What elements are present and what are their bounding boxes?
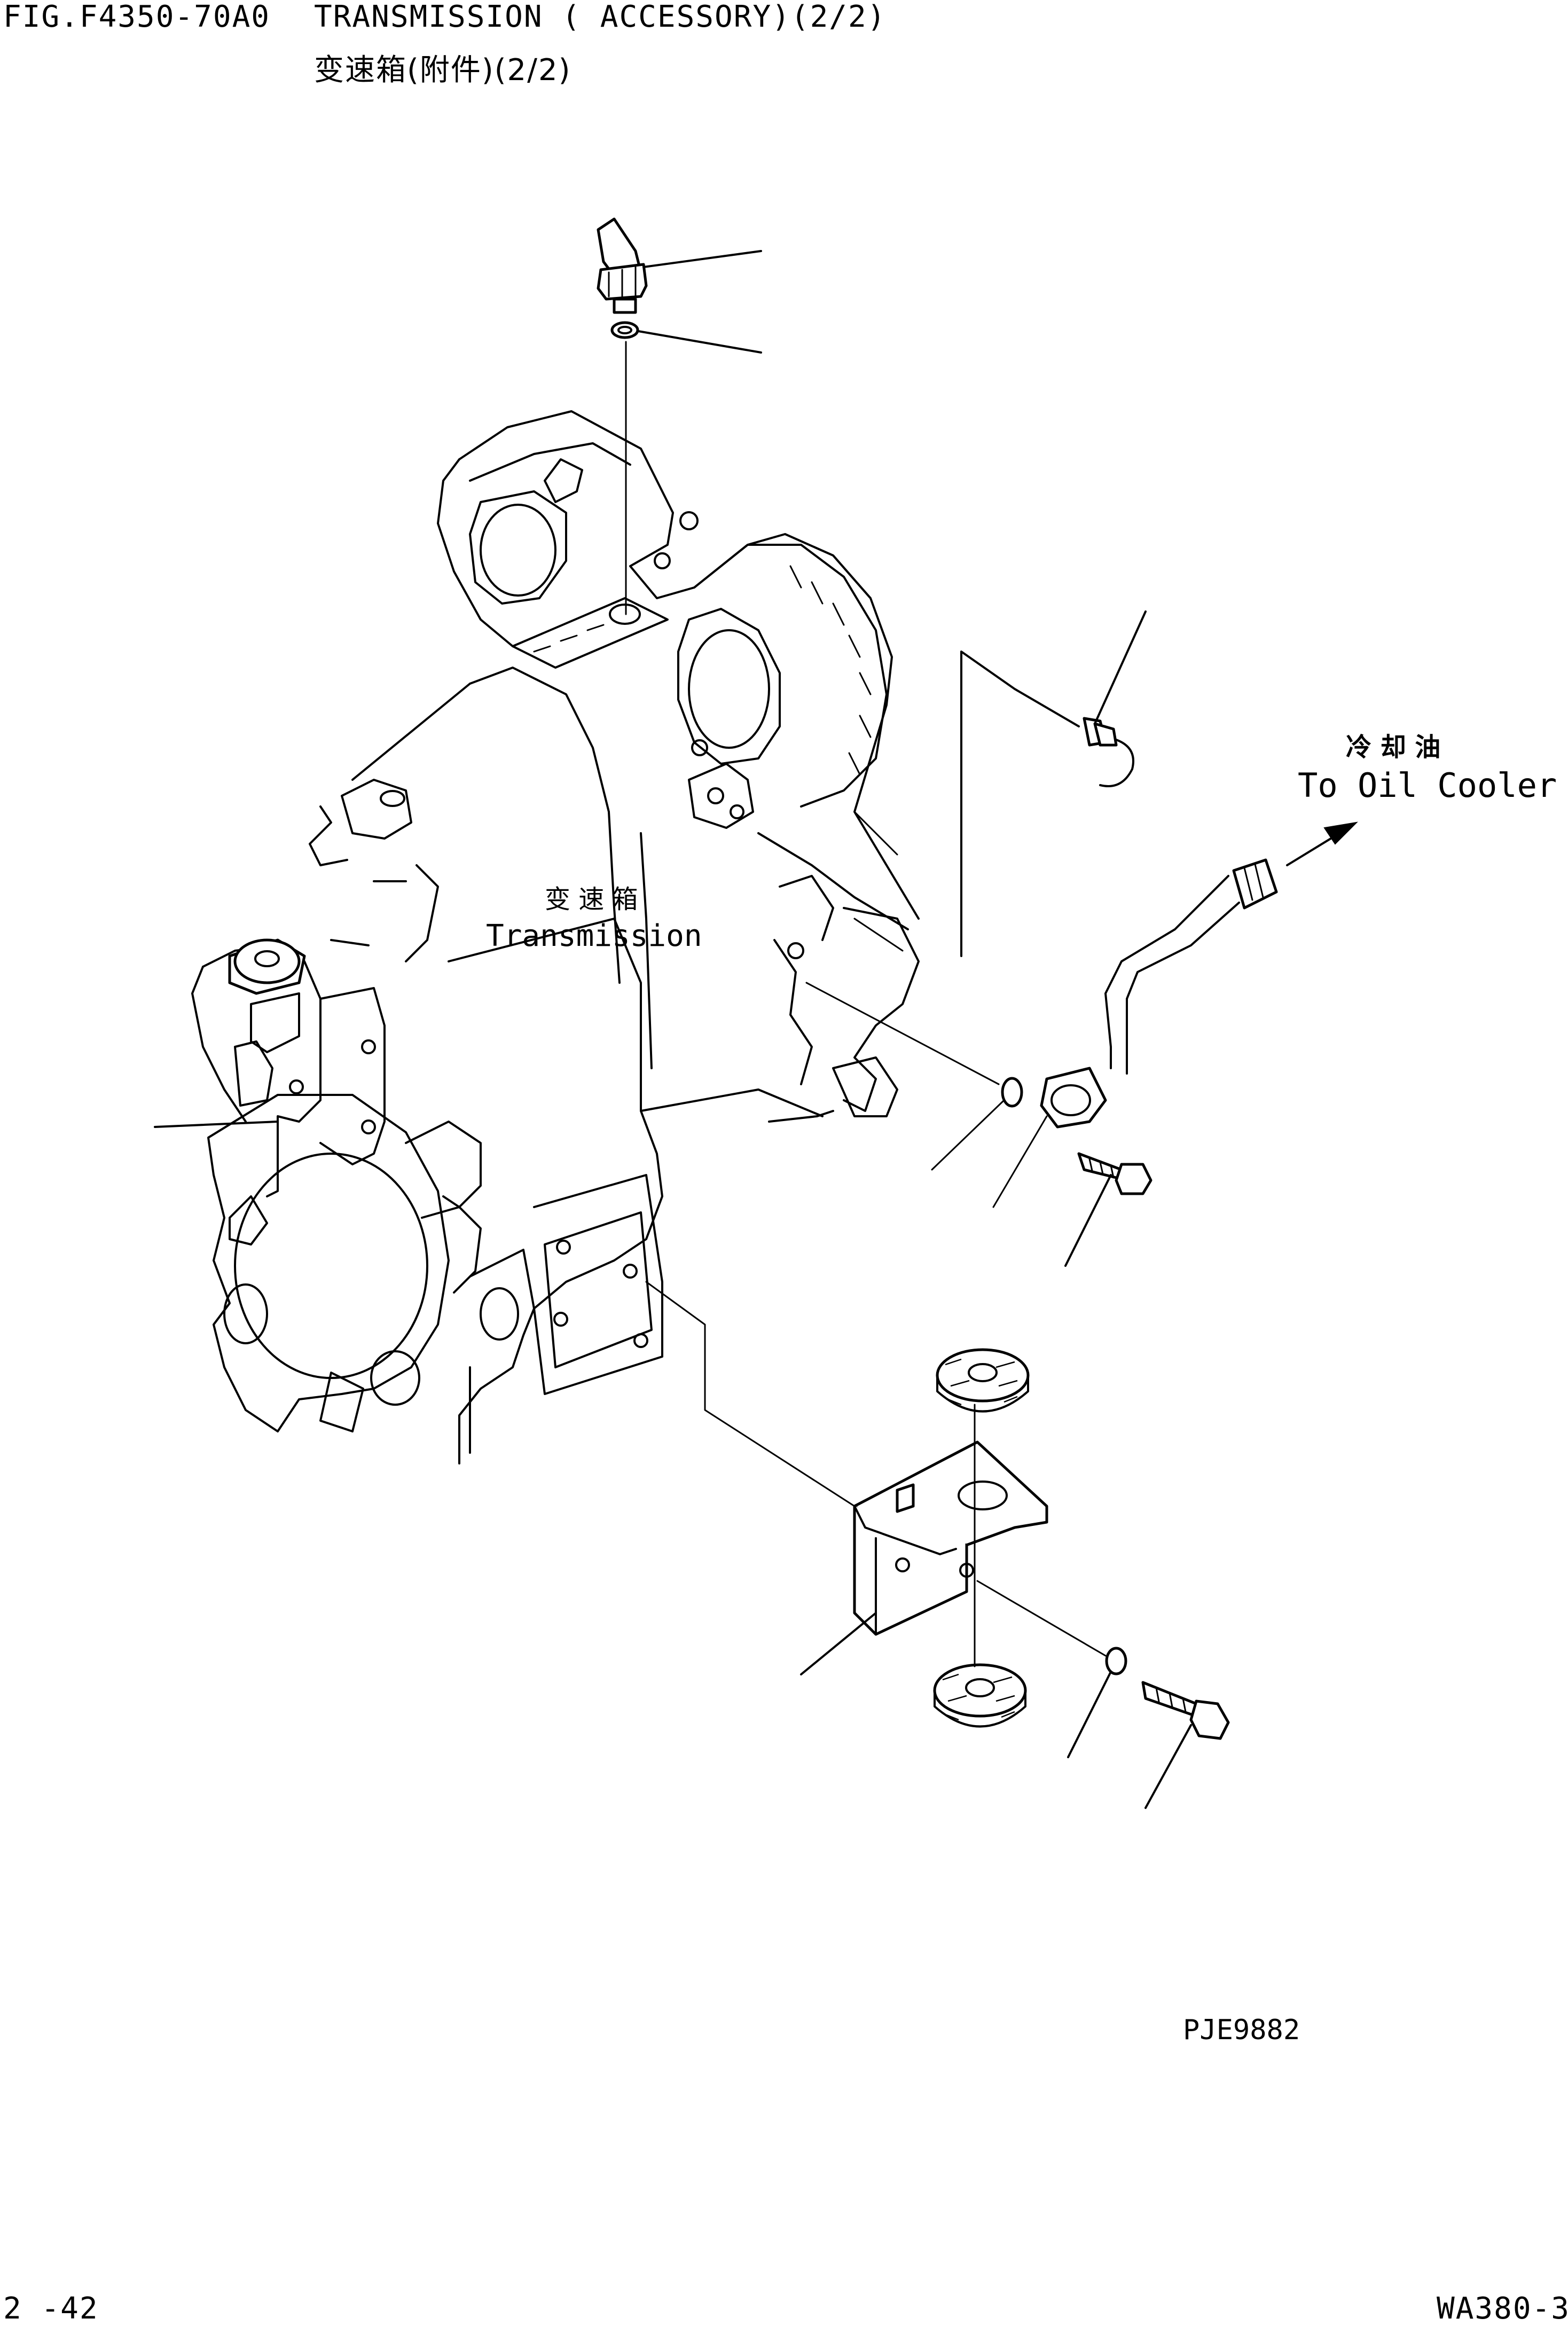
transmission-housing [192, 411, 919, 1463]
transmission-label-en: Transmission [486, 919, 702, 953]
mount-bracket-assembly [646, 1282, 1228, 1808]
oil-cooler-pipe [806, 812, 1357, 1266]
model-number: WA380-3 [1437, 2291, 1568, 2326]
figure-code: FIG.F4350-70A0 [3, 0, 271, 34]
leader-line-left [155, 1122, 278, 1127]
sensor-switch-assembly [854, 612, 1146, 956]
page-number: 2 -42 [3, 2291, 99, 2326]
breather-assembly [598, 219, 761, 614]
transmission-label-cn: 变 速 箱 [545, 884, 638, 914]
drawing-id: PJE9882 [1183, 2014, 1300, 2046]
figure-title-cn: 变速箱(附件)(2/2) [314, 53, 571, 88]
oil-cooler-label-en: To Oil Cooler [1298, 766, 1557, 805]
figure-title-en: TRANSMISSION ( ACCESSORY)(2/2) [314, 0, 887, 34]
oil-cooler-label-cn: 冷 却 油 [1346, 732, 1441, 762]
